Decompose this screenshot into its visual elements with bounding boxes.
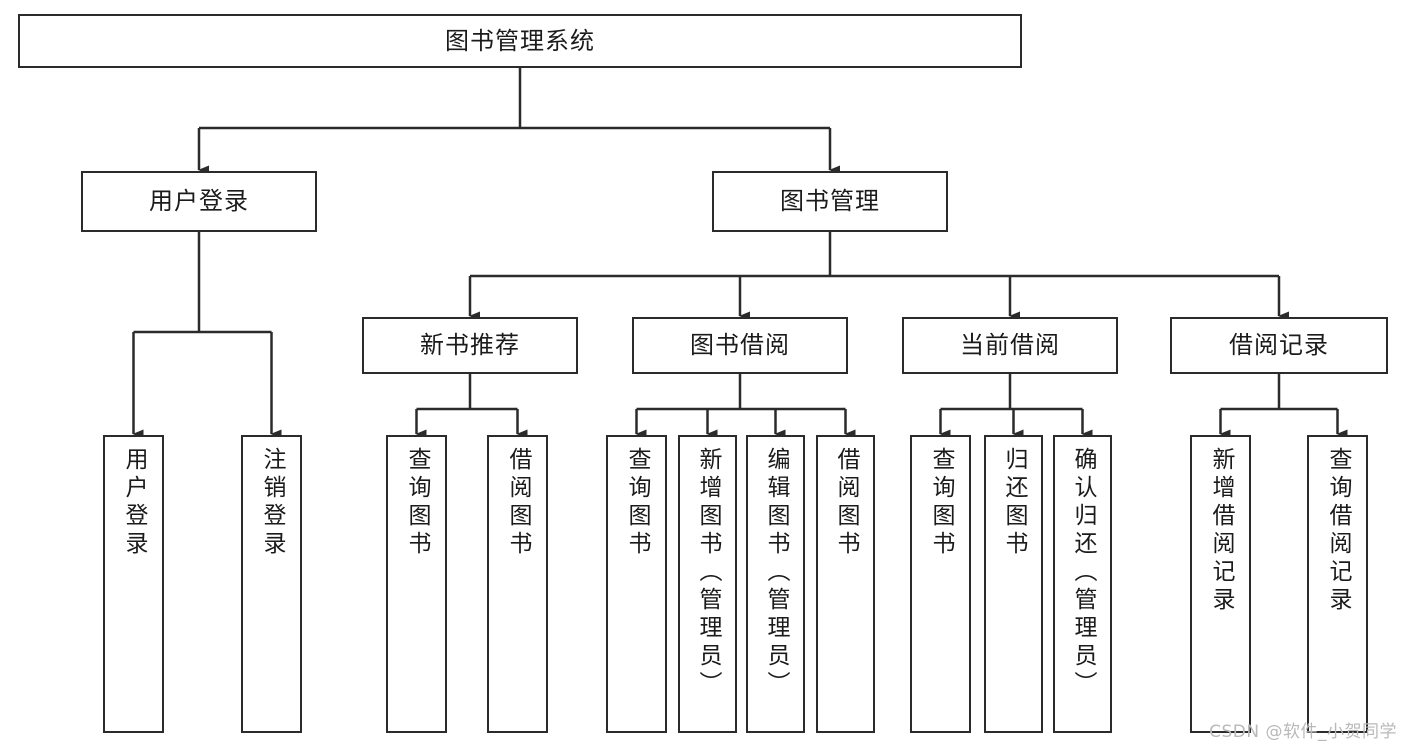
node-leaf-add-book[interactable]: 新增图书（管理员） [678,435,737,733]
node-label: 图书借阅 [690,331,790,360]
node-label: 查询借阅记录 [1325,447,1351,615]
node-label: 归还图书 [1001,447,1027,559]
node-label: 编辑图书（管理员） [763,447,789,699]
node-leaf-borrow-book-1[interactable]: 借阅图书 [487,435,548,733]
node-label: 查询图书 [624,447,650,559]
node-leaf-query-book-3[interactable]: 查询图书 [910,435,971,733]
node-label: 查询图书 [404,447,430,559]
node-label: 新增借阅记录 [1208,447,1234,615]
node-book-borrow[interactable]: 图书借阅 [632,317,848,374]
node-leaf-confirm-return[interactable]: 确认归还（管理员） [1053,435,1112,733]
node-user-login[interactable]: 用户登录 [81,171,317,232]
connector-group [132,68,1348,439]
node-leaf-edit-book[interactable]: 编辑图书（管理员） [746,435,805,733]
node-label: 借阅图书 [833,447,859,559]
node-label: 当前借阅 [960,331,1060,360]
node-leaf-return-book[interactable]: 归还图书 [984,435,1043,733]
node-leaf-add-record[interactable]: 新增借阅记录 [1190,435,1251,733]
node-current-borrow[interactable]: 当前借阅 [902,317,1118,374]
node-label: 新书推荐 [420,331,520,360]
node-leaf-query-book-2[interactable]: 查询图书 [606,435,667,733]
node-label: 借阅记录 [1229,331,1329,360]
node-label: 用户登录 [121,447,147,559]
node-label: 新增图书（管理员） [695,447,721,699]
node-leaf-user-login[interactable]: 用户登录 [103,435,164,733]
node-book-manage[interactable]: 图书管理 [712,171,948,232]
node-leaf-query-record[interactable]: 查询借阅记录 [1307,435,1368,733]
node-label: 查询图书 [928,447,954,559]
node-borrow-record[interactable]: 借阅记录 [1170,317,1388,374]
node-leaf-borrow-book-2[interactable]: 借阅图书 [816,435,875,733]
node-root[interactable]: 图书管理系统 [18,14,1022,68]
node-label: 借阅图书 [505,447,531,559]
node-label: 用户登录 [149,187,249,216]
node-label: 确认归还（管理员） [1070,447,1096,699]
node-label: 图书管理 [780,187,880,216]
node-leaf-query-book-1[interactable]: 查询图书 [386,435,447,733]
node-label: 注销登录 [259,447,285,559]
node-new-book-rec[interactable]: 新书推荐 [362,317,578,374]
node-leaf-logout[interactable]: 注销登录 [241,435,302,733]
node-label: 图书管理系统 [445,26,595,55]
